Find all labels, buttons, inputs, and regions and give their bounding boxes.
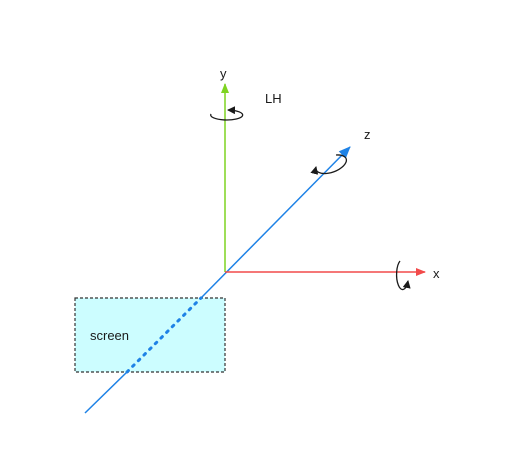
z-axis: [200, 146, 351, 299]
y-axis-label: y: [220, 66, 227, 81]
z-axis-hidden-segment: [125, 296, 203, 374]
z-axis-label: z: [364, 127, 371, 142]
screen-rectangle: [74, 297, 226, 373]
z-rotation-arrow-icon: [310, 154, 348, 175]
x-axis-label: x: [433, 266, 440, 281]
x-rotation-arrow-icon: [395, 260, 411, 291]
y-rotation-arrow-icon: [210, 106, 244, 121]
handedness-label: LH: [265, 91, 282, 106]
screen-label: screen: [90, 328, 129, 343]
z-axis-back-segment: [84, 371, 128, 414]
